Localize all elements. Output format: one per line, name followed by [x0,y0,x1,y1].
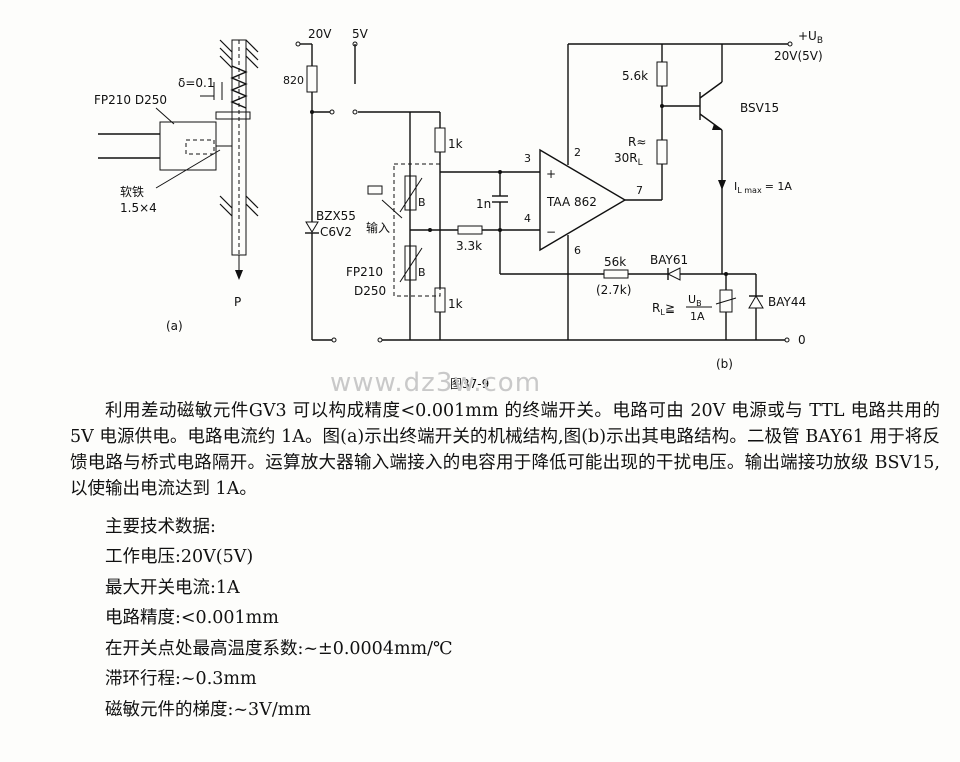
diode-bay61-label: BAY61 [650,253,688,267]
gap-label: δ=0.1 [178,76,214,90]
resistor-3-3k-label: 3.3k [456,239,482,253]
resistor-820-label: 820 [283,74,304,87]
circuit-diagram: δ=0.1 FP210 D250 软铁 1.5×4 P (a) 20V 5V 8… [94,27,823,391]
description-paragraph: 利用差动磁敏元件GV3 可以构成精度<0.001mm 的终端开关。电路可由 20… [70,401,940,499]
diode-bay44 [748,295,764,309]
resistor-820 [306,65,318,93]
upper-guide [219,39,259,69]
zener-label-1: BZX55 [316,209,356,223]
panel-b-tag: (b) [716,357,733,371]
ub-label: +UB [798,29,823,46]
rl-formula-den: 1A [690,310,705,323]
spec-max-current: 最大开关电流:1A [105,577,240,598]
description-block: 利用差动磁敏元件GV3 可以构成精度<0.001mm 的终端开关。电路可由 20… [70,398,940,725]
resistor-1k-bottom-label: 1k [448,297,463,311]
soft-iron-label: 软铁 [120,185,144,199]
magnetoresistor-b1 [404,175,417,211]
ub-value: 20V(5V) [774,49,823,63]
force-label: P [234,295,241,309]
resistor-1k-top-label: 1k [448,137,463,151]
figure-caption: 图37-9 [450,377,489,391]
diode-bay44-label: BAY44 [768,295,806,309]
rl-formula-num: UB [688,293,702,308]
opamp-plus: + [546,167,556,181]
panel-b-circuit: 20V 5V 820 BZX55 C6V2 0 B [283,27,823,371]
resistor-56k [603,269,629,279]
magnetoresistor-b2 [404,245,417,281]
panel-a-mechanical: δ=0.1 FP210 D250 软铁 1.5×4 P (a) [94,39,259,333]
sensor-label: FP210 D250 [94,93,167,107]
resistor-1k-top [434,127,446,153]
pin-3: 3 [524,152,531,165]
supply-20v-label: 20V [308,27,332,41]
rl-formula: RL≧ [652,301,675,317]
specs-title: 主要技术数据: [105,517,216,537]
resistor-r-eq: R≈ [628,135,646,149]
spec-hysteresis: 滞环行程:~0.3mm [105,669,257,689]
sensor-element [185,139,215,155]
spec-temp-coefficient: 在开关点处最高温度系数:~±0.0004mm/℃ [105,638,453,659]
transistor-label: BSV15 [740,101,779,115]
sensor-body [159,121,217,171]
resistor-5-6k-label: 5.6k [622,69,648,83]
spec-gradient: 磁敏元件的梯度:~3V/mm [105,699,311,720]
spec-voltage: 工作电压:20V(5V) [105,547,254,567]
current-label: IL max= 1A [734,180,792,195]
resistor-3-3k [457,225,483,235]
watermark: www.dz3w.com [330,368,542,398]
soft-iron-strip [215,111,251,120]
resistor-27k-label: (2.7k) [596,283,631,297]
resistor-r-30rl [656,139,668,165]
mag-elem-label-2: D250 [354,284,386,298]
zener-diode [305,221,319,233]
resistor-1k-bottom [434,287,446,313]
mag-b2-label: B [418,266,426,279]
pin-2: 2 [574,146,581,159]
panel-a-tag: (a) [166,319,183,333]
input-magnet-icon [367,185,383,195]
force-arrowhead [235,270,243,280]
zener-label-2: C6V2 [320,225,352,239]
soft-iron-size: 1.5×4 [120,201,157,215]
pin-4: 4 [524,212,531,225]
opamp-label: TAA 862 [546,195,597,209]
resistor-r-30rl-label: 30RL [614,151,643,168]
diode-bay61 [666,267,681,281]
ground-label: 0 [798,333,806,347]
input-label: 输入 [366,220,390,235]
opamp-minus: − [546,225,556,239]
opamp-taa862 [539,148,627,252]
spring [230,65,248,109]
current-arrow [718,180,726,190]
pin-6: 6 [574,244,581,257]
supply-5v-label: 5V [352,27,369,41]
spec-precision: 电路精度:<0.001mm [105,608,279,628]
pin-7: 7 [636,184,643,197]
mag-b1-label: B [418,196,426,209]
resistor-5-6k [656,61,668,87]
resistor-56k-label: 56k [604,255,626,269]
lower-guide [219,195,259,217]
mag-elem-label-1: FP210 [346,265,383,279]
capacitor-label: 1n [476,197,491,211]
